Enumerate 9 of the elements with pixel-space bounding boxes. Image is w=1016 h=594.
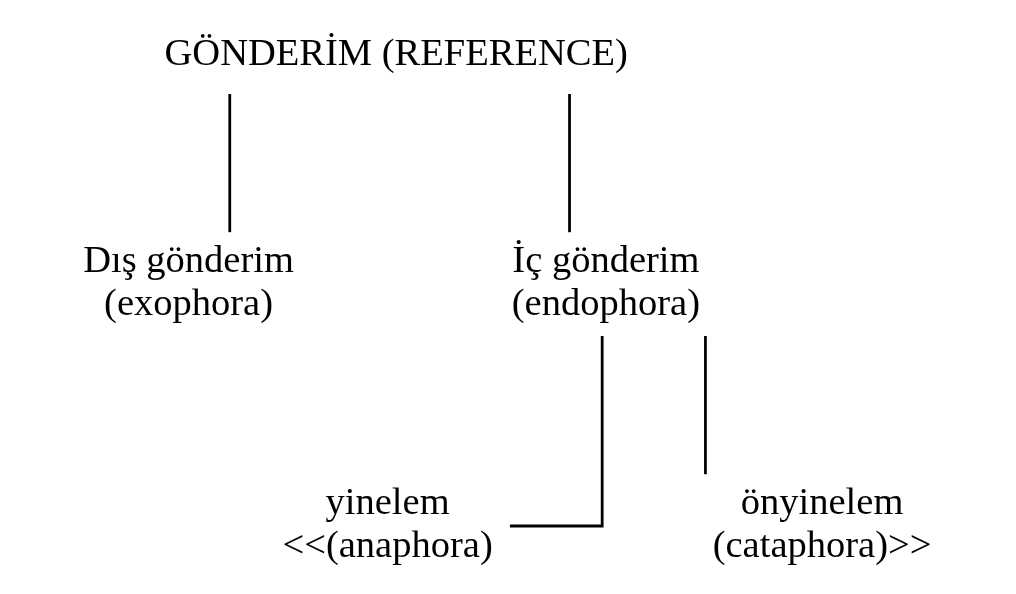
- node-text: GÖNDERİM (REFERENCE): [164, 30, 628, 73]
- node-text: Dış gönderim (exophora): [83, 238, 294, 323]
- connector: [704, 336, 707, 475]
- connector: [509, 336, 604, 528]
- node-text: önyinelem (cataphora)>>: [712, 480, 932, 565]
- node-text: yinelem <<(anaphora): [282, 480, 493, 565]
- connector: [568, 94, 571, 233]
- connector: [228, 94, 232, 233]
- node-text: İç gönderim (endophora): [511, 238, 701, 323]
